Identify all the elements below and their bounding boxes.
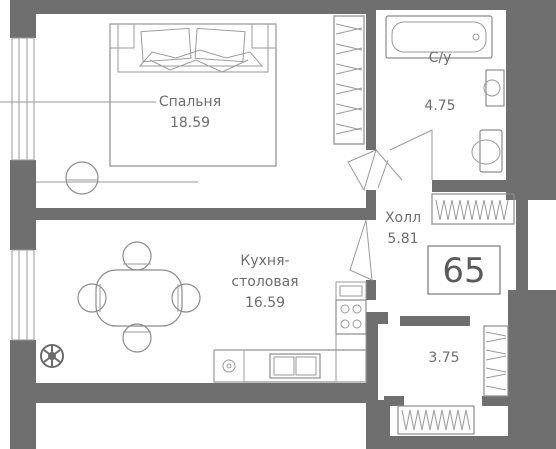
nightstand bbox=[109, 23, 135, 49]
chair-icon bbox=[171, 283, 201, 313]
wall-top bbox=[10, 0, 376, 14]
wall-bottom bbox=[36, 383, 378, 403]
wardrobe bbox=[333, 15, 365, 145]
wall-right-bottom bbox=[508, 290, 556, 449]
flower-icon bbox=[222, 359, 236, 373]
kitchen-sink bbox=[269, 353, 321, 379]
kitchen-name-line1: Кухня- bbox=[240, 253, 289, 269]
wardrobe bbox=[483, 325, 509, 397]
chair-icon bbox=[65, 161, 99, 195]
bathroom-fixtures bbox=[385, 15, 505, 173]
wall-right-hall bbox=[516, 190, 528, 300]
pillow-icon bbox=[140, 27, 192, 63]
dining-table bbox=[95, 269, 183, 327]
storage-area: 3.75 bbox=[428, 350, 459, 366]
nightstand bbox=[251, 23, 277, 49]
wardrobe bbox=[431, 193, 515, 225]
wall-left-top bbox=[10, 0, 36, 38]
hall-area: 5.81 bbox=[387, 231, 418, 247]
wall-bedroom-kitchen bbox=[36, 208, 366, 220]
door-kitchen bbox=[349, 219, 373, 281]
shelf bbox=[397, 405, 475, 435]
doors bbox=[347, 129, 433, 281]
bathroom-area: 4.75 bbox=[424, 98, 455, 114]
kitchen-counter bbox=[213, 349, 367, 383]
kitchen-counter-side bbox=[335, 281, 367, 383]
bedroom-furniture bbox=[0, 15, 365, 195]
wall-left-mid bbox=[10, 160, 36, 250]
wall-storage-bottom bbox=[372, 436, 556, 449]
chair-icon bbox=[122, 241, 152, 271]
stove-icon bbox=[335, 299, 367, 335]
chair-icon bbox=[122, 323, 152, 353]
kitchen-name-line2: столовая bbox=[231, 274, 298, 290]
door-bedroom bbox=[347, 149, 377, 192]
bedroom-area: 18.59 bbox=[170, 115, 210, 131]
apartment-number-box bbox=[427, 245, 501, 295]
door-bath bbox=[389, 129, 433, 180]
wall-top-bath bbox=[376, 0, 516, 10]
storage-furniture bbox=[397, 325, 509, 435]
wall-bath-bottom bbox=[432, 180, 516, 192]
bathtub bbox=[385, 15, 493, 59]
plant-icon bbox=[40, 344, 64, 368]
hall-name: Холл bbox=[385, 210, 421, 226]
pillow-icon bbox=[194, 27, 246, 63]
wall-bedroom-right bbox=[366, 10, 376, 150]
wall-left-bottom bbox=[10, 340, 36, 449]
window-kitchen bbox=[11, 249, 35, 341]
bathroom-name: С/у bbox=[429, 50, 452, 66]
window-bedroom bbox=[11, 37, 35, 161]
hall-wardrobe bbox=[431, 193, 515, 225]
chair-icon bbox=[77, 283, 107, 313]
kitchen-area: 16.59 bbox=[245, 295, 285, 311]
wall-storage-top bbox=[400, 316, 470, 326]
toilet-icon bbox=[479, 129, 503, 173]
bedroom-name: Спальня bbox=[159, 94, 221, 110]
kitchen-furniture bbox=[40, 241, 367, 383]
wall-right-top bbox=[506, 0, 556, 200]
walls bbox=[10, 0, 556, 449]
sink bbox=[485, 69, 505, 107]
apartment-number: 65 bbox=[442, 251, 485, 291]
